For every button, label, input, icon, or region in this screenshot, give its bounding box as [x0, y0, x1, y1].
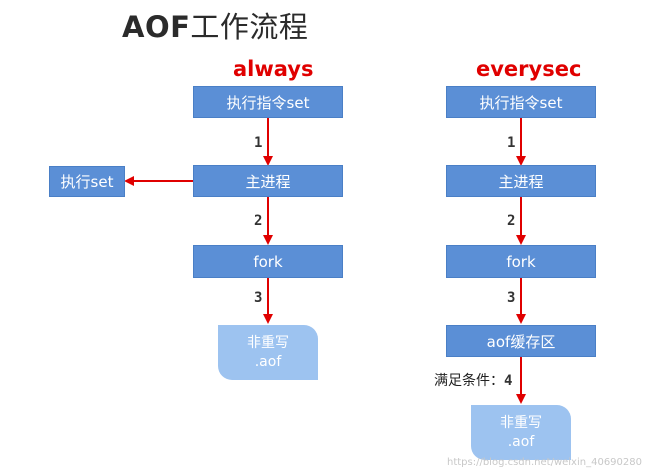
box-everysec-buffer: aof缓存区 [446, 325, 596, 357]
box-everysec-command: 执行指令set [446, 86, 596, 118]
box-always-fork: fork [193, 245, 343, 278]
page-title: AOF工作流程 [122, 4, 308, 46]
doc-always-aof: 非重写 .aof [218, 325, 318, 380]
box-always-command: 执行指令set [193, 86, 343, 118]
box-everysec-fork: fork [446, 245, 596, 278]
step-everysec-4: 4 [504, 373, 513, 389]
title-prefix: AOF [122, 10, 191, 44]
box-always-main: 主进程 [193, 165, 343, 197]
step-always-2: 2 [254, 213, 263, 229]
step-always-1: 1 [254, 135, 263, 151]
condition-label: 满足条件： [434, 373, 504, 389]
mode-label-everysec: everysec [476, 57, 582, 81]
doc-everysec-line1: 非重写 [500, 414, 542, 431]
doc-always-line1: 非重写 [247, 334, 289, 351]
step-everysec-1: 1 [507, 135, 516, 151]
box-everysec-main: 主进程 [446, 165, 596, 197]
box-always-side: 执行set [49, 166, 125, 197]
step-everysec-2: 2 [507, 213, 516, 229]
mode-label-always: always [233, 57, 314, 81]
doc-everysec-aof: 非重写 .aof [471, 405, 571, 460]
title-suffix: 工作流程 [190, 10, 309, 44]
doc-always-line2: .aof [254, 353, 282, 370]
step-everysec-3: 3 [507, 290, 516, 306]
everysec-condition: 满足条件：4 [434, 370, 512, 390]
doc-everysec-line2: .aof [507, 433, 535, 450]
step-always-3: 3 [254, 290, 263, 306]
watermark: https://blog.csdn.net/weixin_40690280 [446, 457, 642, 468]
